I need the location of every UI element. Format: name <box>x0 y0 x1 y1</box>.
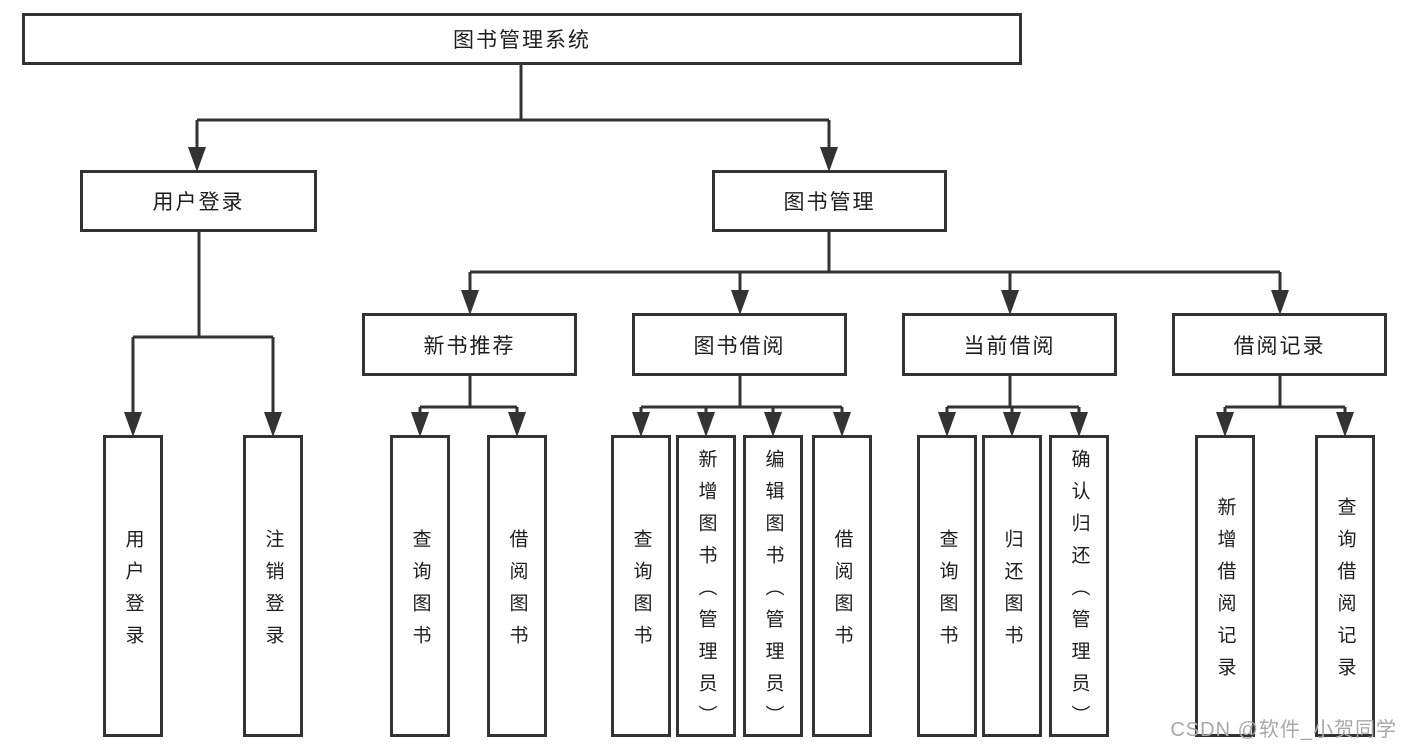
node-label: 借阅记录 <box>1233 334 1326 358</box>
leaf-return-books: 归还图书 <box>982 435 1042 737</box>
leaf-edit-books-admin: 编辑图书（管理员） <box>743 435 803 737</box>
node-label: 用户登录 <box>122 528 144 657</box>
arrowhead <box>938 412 956 437</box>
node-label: 用户登录 <box>152 191 245 214</box>
leaf-borrow-books-newbook: 借阅图书 <box>487 435 547 737</box>
leaf-add-books-admin: 新增图书（管理员） <box>676 435 736 737</box>
node-current-borrow: 当前借阅 <box>902 313 1117 376</box>
node-label: 归还图书 <box>1001 528 1023 657</box>
leaf-add-borrow-record: 新增借阅记录 <box>1195 435 1255 737</box>
node-borrow-records: 借阅记录 <box>1172 313 1387 376</box>
arrowhead <box>764 412 782 437</box>
node-root-system: 图书管理系统 <box>22 13 1022 65</box>
leaf-logout: 注销登录 <box>243 435 303 737</box>
arrowhead <box>697 412 715 437</box>
leaf-borrow-books: 借阅图书 <box>812 435 872 737</box>
arrowhead <box>461 290 479 315</box>
leaf-user-login: 用户登录 <box>103 435 163 737</box>
leaf-query-books-newbook: 查询图书 <box>390 435 450 737</box>
leaf-confirm-return-admin: 确认归还（管理员） <box>1049 435 1109 737</box>
node-label: 图书管理 <box>783 191 876 214</box>
leaf-query-books-current: 查询图书 <box>917 435 977 737</box>
arrowhead <box>731 290 749 315</box>
node-label: 注销登录 <box>262 528 284 657</box>
node-label: 编辑图书（管理员） <box>762 448 784 737</box>
node-user-login-branch: 用户登录 <box>80 170 317 232</box>
csdn-watermark: CSDN @软件_小贺同学 <box>1170 719 1397 741</box>
arrowhead <box>1336 412 1354 437</box>
arrowhead <box>1001 290 1019 315</box>
node-label: 图书借阅 <box>693 334 786 358</box>
arrowhead <box>1216 412 1234 437</box>
node-label: 新增图书（管理员） <box>695 448 717 737</box>
node-label: 图书管理系统 <box>453 29 591 52</box>
arrowhead <box>188 147 206 172</box>
arrowhead <box>1070 412 1088 437</box>
node-label: 确认归还（管理员） <box>1068 448 1090 737</box>
arrowhead <box>820 147 838 172</box>
node-label: 当前借阅 <box>963 334 1056 358</box>
node-label: 查询图书 <box>630 528 652 657</box>
arrowhead <box>1271 290 1289 315</box>
node-label: 借阅图书 <box>506 528 528 657</box>
node-label: 查询图书 <box>409 528 431 657</box>
arrowhead <box>264 412 282 437</box>
arrowhead <box>833 412 851 437</box>
arrowhead <box>632 412 650 437</box>
arrowhead <box>508 412 526 437</box>
node-book-borrow: 图书借阅 <box>632 313 847 376</box>
node-new-book-recommend: 新书推荐 <box>362 313 577 376</box>
node-label: 查询图书 <box>936 528 958 657</box>
leaf-query-borrow-record: 查询借阅记录 <box>1315 435 1375 737</box>
node-label: 查询借阅记录 <box>1334 496 1356 689</box>
node-book-management-branch: 图书管理 <box>712 170 947 232</box>
arrowhead <box>1003 412 1021 437</box>
node-label: 新增借阅记录 <box>1214 496 1236 689</box>
node-label: 新书推荐 <box>423 334 516 358</box>
arrowhead <box>411 412 429 437</box>
leaf-query-books-borrow: 查询图书 <box>611 435 671 737</box>
arrowhead <box>124 412 142 437</box>
node-label: 借阅图书 <box>831 528 853 657</box>
